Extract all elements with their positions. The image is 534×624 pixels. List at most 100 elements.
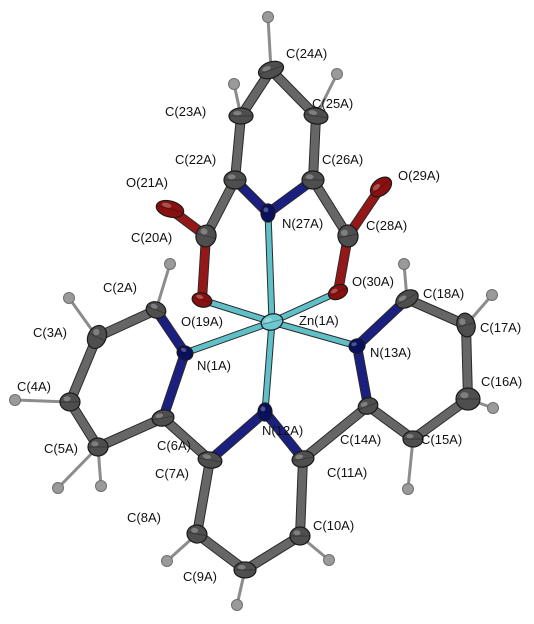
atom-principal-axis-n1a [177, 349, 193, 357]
atom-highlight-c5a [91, 441, 99, 447]
atom-highlight-o21a [161, 202, 172, 208]
atom-c5a [87, 437, 109, 457]
label-c22a: C(22A) [175, 152, 216, 167]
label-c2a: C(2A) [103, 280, 137, 295]
hydrogen-atom-7 [95, 480, 107, 492]
atom-c10a [289, 526, 311, 546]
atom-n13a [348, 338, 366, 354]
bond-c24a-c25a [267, 66, 320, 120]
label-o19a: O(19A) [181, 314, 223, 329]
hydrogen-atom-9 [231, 599, 243, 611]
label-n13a: N(13A) [370, 345, 411, 360]
label-c25a: C(25A) [312, 96, 353, 111]
label-o29a: O(29A) [398, 168, 440, 183]
atom-principal-axis-c24a [258, 65, 284, 75]
atom-c7a [197, 451, 223, 469]
atom-c16a [455, 387, 481, 411]
atom-highlight-o29a [372, 183, 380, 191]
label-c20a: C(20A) [131, 230, 172, 245]
bond-c7a-n12a [206, 408, 269, 464]
atom-principal-axis-c8a [187, 531, 207, 537]
label-c16a: C(16A) [481, 374, 522, 389]
label-o30a: O(30A) [352, 274, 394, 289]
hydrogen-atom-11 [402, 483, 414, 495]
atom-principal-axis-c3a [88, 332, 106, 342]
atom-highlight-c28a [340, 229, 348, 236]
bond-c6a-n1a [159, 349, 189, 422]
atom-highlight-n27a [263, 207, 269, 213]
atom-principal-axis-c11a [292, 456, 314, 462]
label-c3a: C(3A) [33, 325, 67, 340]
atom-highlight-c3a [93, 328, 100, 336]
label-c15a: C(15A) [421, 432, 462, 447]
bond-c14a-n13a [353, 342, 372, 410]
hydrogen-atom-12 [487, 402, 499, 414]
hydrogen-atom-10 [323, 554, 335, 566]
label-c11a: C(11A) [327, 465, 367, 480]
atom-c6a [151, 409, 175, 427]
label-c26a: C(26A) [322, 152, 363, 167]
atom-c4a [59, 392, 81, 412]
label-c4a: C(4A) [17, 379, 51, 394]
label-n12a: N(12A) [262, 423, 303, 438]
atom-highlight-c20a [200, 228, 208, 235]
atom-highlight-c11a [295, 454, 304, 460]
atom-principal-axis-c25a [304, 113, 328, 119]
atom-principal-axis-c17a [457, 322, 475, 328]
label-c9a: C(9A) [183, 569, 217, 584]
hydrogen-atom-4 [63, 292, 75, 304]
atom-highlight-c8a [191, 527, 199, 533]
atom-c24a [257, 60, 285, 80]
atom-highlight-n12a [260, 406, 266, 412]
hydrogen-atom-0 [262, 11, 274, 23]
atom-o21a [155, 199, 185, 219]
bond-c11a-n12a [261, 408, 307, 463]
label-c7a: C(7A) [155, 466, 189, 481]
atom-principal-axis-o19a [192, 297, 212, 303]
hydrogen-atom-5 [9, 394, 21, 406]
label-c23a: C(23A) [165, 104, 206, 119]
atom-n1a [176, 345, 194, 361]
atom-highlight-o19a [196, 294, 204, 299]
bond-zn1a-n1a [182, 319, 275, 356]
atom-principal-axis-o30a [328, 287, 348, 297]
bond-zn1a-n27a [265, 210, 275, 325]
atom-highlight-c16a [460, 392, 469, 399]
atom-highlight-o30a [330, 288, 338, 294]
atom-c20a [195, 224, 217, 248]
atom-principal-axis-o21a [156, 205, 184, 213]
bond-c10a-c11a [296, 455, 307, 540]
atom-highlight-c22a [227, 174, 236, 180]
atom-o30a [327, 283, 349, 301]
atom-highlight-c26a [305, 174, 314, 180]
atom-principal-axis-o29a [371, 179, 391, 195]
atom-highlight-c24a [262, 66, 271, 72]
atom-highlight-c17a [459, 318, 466, 325]
atom-c28a [337, 224, 359, 248]
label-zn1a: Zn(1A) [299, 313, 339, 328]
atom-principal-axis-c2a [146, 306, 166, 314]
atom-highlight-c23a [233, 110, 242, 116]
atom-highlight-c4a [63, 396, 71, 402]
atom-c11a [291, 450, 315, 468]
atom-principal-axis-c7a [198, 457, 222, 463]
atom-highlight-n13a [351, 342, 357, 347]
atom-highlight-c10a [293, 530, 301, 536]
atom-n27a [260, 203, 276, 223]
labels-layer: C(24A) C(23A) C(25A) C(22A) C(26A) O(21A… [17, 46, 522, 584]
atom-highlight-c18a [398, 295, 407, 302]
atom-c22a [223, 170, 247, 190]
atom-n12a [257, 402, 273, 422]
bond-c5a-c6a [94, 414, 167, 451]
atom-c8a [186, 524, 208, 544]
atom-c17a [456, 312, 476, 338]
label-o21a: O(21A) [126, 175, 168, 190]
bond-c18a-c17a [403, 295, 470, 329]
hydrogen-atom-14 [398, 258, 410, 270]
bond-c22a-c23a [231, 112, 245, 184]
atoms-layer [59, 60, 481, 579]
atom-highlight-c25a [308, 110, 318, 115]
atom-highlight-c6a [155, 413, 164, 419]
label-c18a: C(18A) [423, 286, 464, 301]
bond-zn1a-n12a [262, 319, 275, 415]
